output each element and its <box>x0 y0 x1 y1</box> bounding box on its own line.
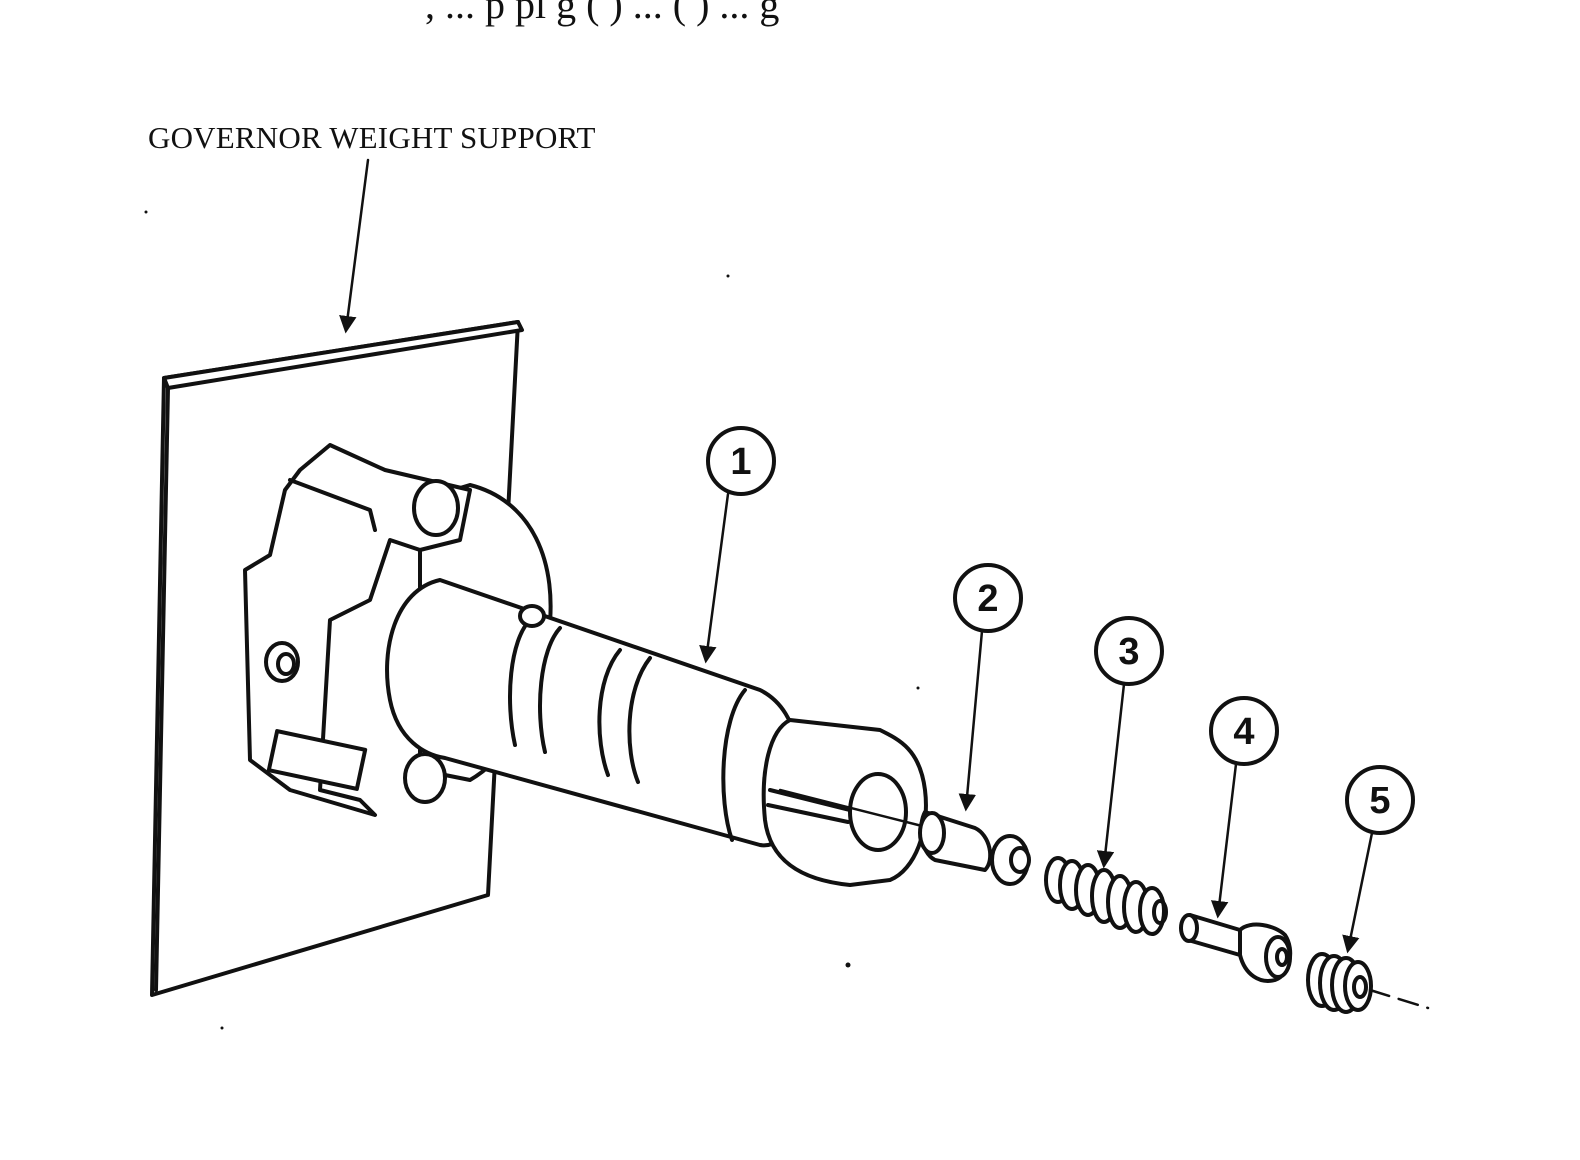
callout-1: 1 <box>699 426 776 664</box>
callout-4: 4 <box>1209 696 1279 919</box>
svg-text:5: 5 <box>1369 780 1390 822</box>
scan-specks <box>144 210 920 1030</box>
support-label: GOVERNOR WEIGHT SUPPORT <box>148 120 596 155</box>
cropped-top-text: , ... p pl g ( ) ... ( ) ... g <box>425 0 779 27</box>
plug <box>1306 952 1373 1014</box>
weight-carrier-flange <box>243 443 553 817</box>
callout-5: 5 <box>1342 765 1415 954</box>
callout-2: 2 <box>953 563 1023 812</box>
plunger <box>918 810 1031 886</box>
support-leader-arrow <box>339 158 370 334</box>
svg-text:3: 3 <box>1118 631 1139 673</box>
spring-seat-pin <box>1179 913 1293 983</box>
sleeve-assembly <box>385 578 932 887</box>
svg-text:2: 2 <box>977 578 998 620</box>
callout-3: 3 <box>1094 616 1164 869</box>
center-line <box>1368 988 1430 1010</box>
svg-text:1: 1 <box>730 441 751 483</box>
svg-text:4: 4 <box>1233 711 1254 753</box>
spring <box>1044 856 1168 936</box>
